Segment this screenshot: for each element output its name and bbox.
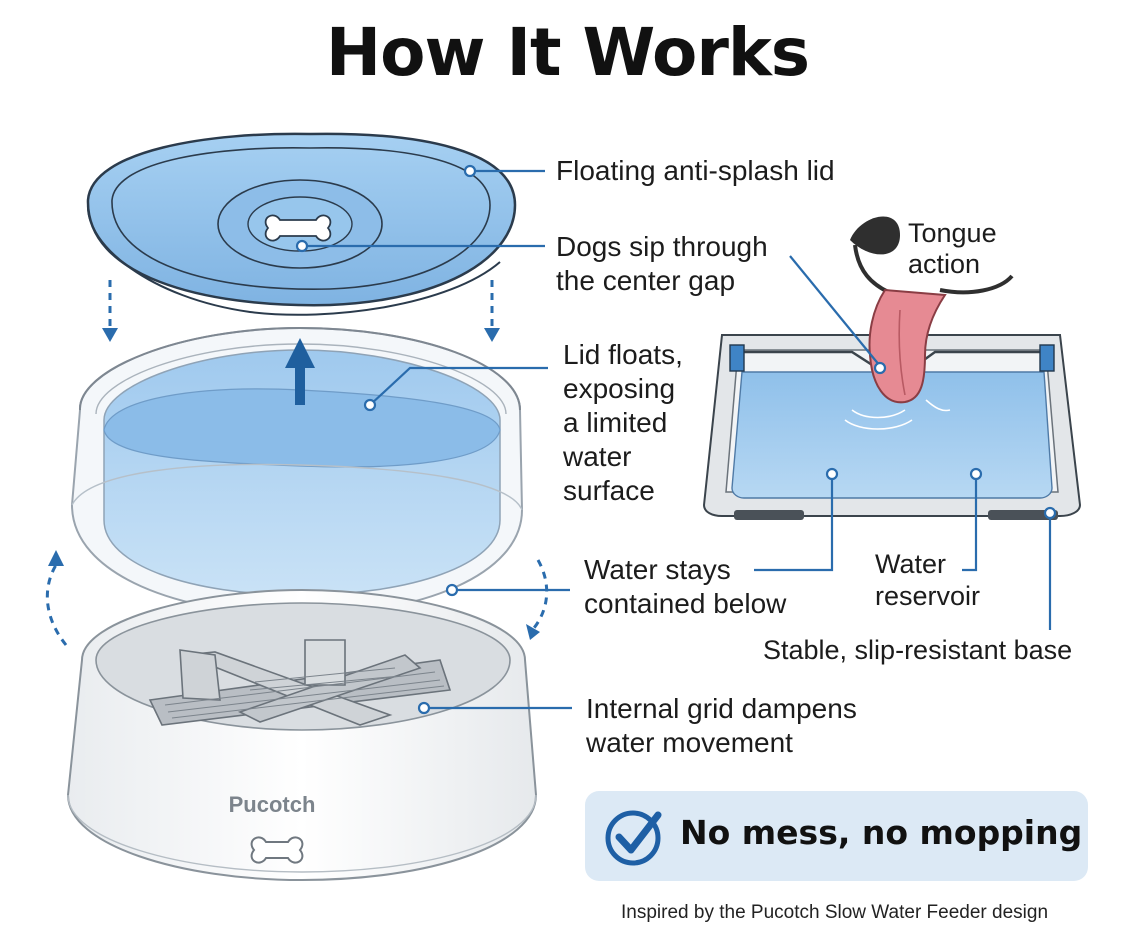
label-lid-floats-line2: exposing (563, 373, 676, 404)
lid-drop-arrows (102, 280, 500, 342)
label-center-gap: Dogs sip through the center gap (556, 230, 768, 298)
label-contained-line2: contained below (584, 588, 787, 619)
checkmark-circle-icon (605, 810, 662, 866)
leader-dots (295, 164, 1057, 715)
label-lid-floats-line3: a limited (563, 407, 668, 438)
footer-credit: Inspired by the Pucotch Slow Water Feede… (621, 902, 1049, 923)
lid-floats-up-arrow (285, 338, 315, 405)
badge-text: No mess, no mopping (680, 813, 1083, 852)
label-tongue-line1: Tongue (908, 218, 997, 248)
label-lid-floats-line1: Lid floats, (563, 339, 683, 370)
cross-section (702, 334, 1082, 520)
label-center-gap-line2: the center gap (556, 265, 736, 296)
label-floating-lid: Floating anti-splash lid (556, 155, 835, 186)
label-grid-line1: Internal grid dampens (586, 693, 857, 724)
label-lid-floats: Lid floats, exposing a limited water sur… (563, 338, 683, 508)
dog-tongue-illustration (850, 216, 1014, 404)
floating-lid (86, 132, 517, 316)
label-reservoir-line1: Water (875, 549, 947, 579)
label-tongue-action: Tongue action (908, 218, 997, 280)
label-reservoir-line2: reservoir (875, 581, 981, 611)
label-water-reservoir: Water reservoir (875, 548, 980, 612)
bone-logo-icon (250, 836, 304, 864)
clear-water-container (70, 326, 524, 617)
page-title: How It Works (325, 14, 810, 91)
bone-gap-icon (264, 214, 332, 242)
label-contained-line1: Water stays (584, 554, 731, 585)
label-center-gap-line1: Dogs sip through (556, 231, 768, 262)
label-water-contained: Water stays contained below (584, 553, 786, 621)
assembly-arrows (45, 559, 549, 646)
label-lid-floats-line5: surface (563, 475, 655, 506)
label-tongue-line2: action (908, 249, 981, 279)
label-internal-grid: Internal grid dampens water movement (586, 692, 857, 760)
leader-lines (302, 169, 1052, 710)
label-stable-base: Stable, slip-resistant base (763, 635, 1073, 665)
label-grid-line2: water movement (586, 727, 793, 758)
base-bowl (66, 588, 538, 882)
brand-label: Pucotch (229, 792, 316, 817)
internal-grid (148, 639, 452, 726)
no-mess-badge: No mess, no mopping (585, 791, 1088, 881)
label-lid-floats-line4: water (563, 441, 632, 472)
